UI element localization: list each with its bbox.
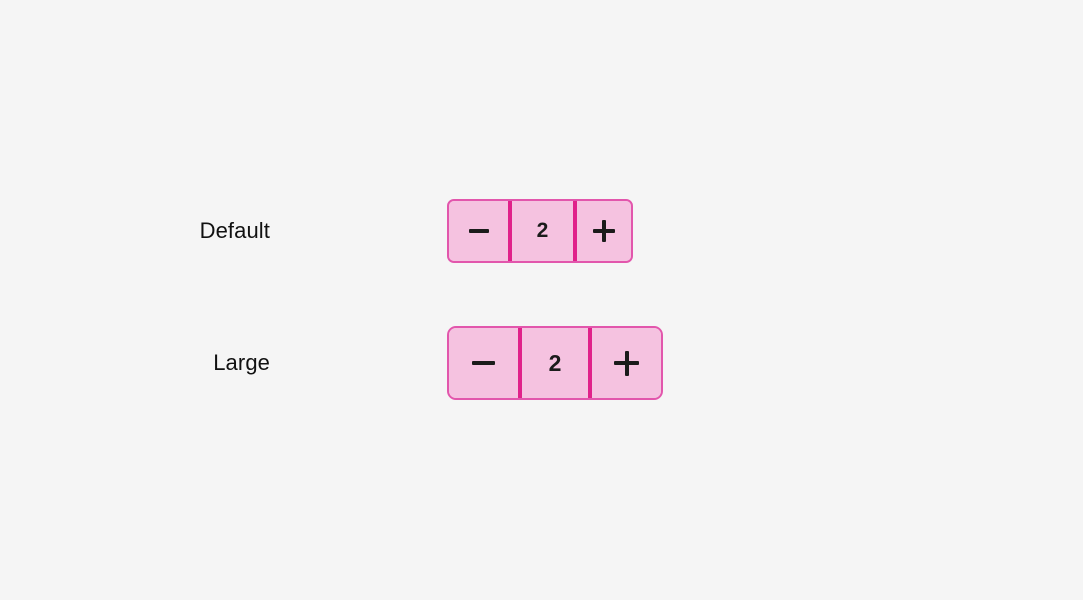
decrement-button[interactable] <box>449 328 518 398</box>
stepper-divider <box>588 328 593 398</box>
minus-icon <box>468 221 489 241</box>
increment-button[interactable] <box>577 201 631 261</box>
decrement-button[interactable] <box>449 201 508 261</box>
increment-button[interactable] <box>592 328 661 398</box>
stepper-large[interactable]: 2 <box>447 326 663 400</box>
stepper-value: 2 <box>512 201 573 261</box>
stepper-value: 2 <box>521 328 589 398</box>
row-label-large: Large <box>213 350 270 375</box>
stepper-divider <box>508 201 512 261</box>
stepper-row-default: Default 2 <box>0 199 633 263</box>
minus-icon <box>471 352 495 375</box>
stepper-divider <box>517 328 522 398</box>
row-label-default: Default <box>199 218 270 243</box>
stepper-default[interactable]: 2 <box>447 199 633 263</box>
plus-icon <box>593 220 615 242</box>
stepper-row-large: Large 2 <box>0 326 663 400</box>
stepper-divider <box>573 201 577 261</box>
plus-icon <box>614 350 640 376</box>
